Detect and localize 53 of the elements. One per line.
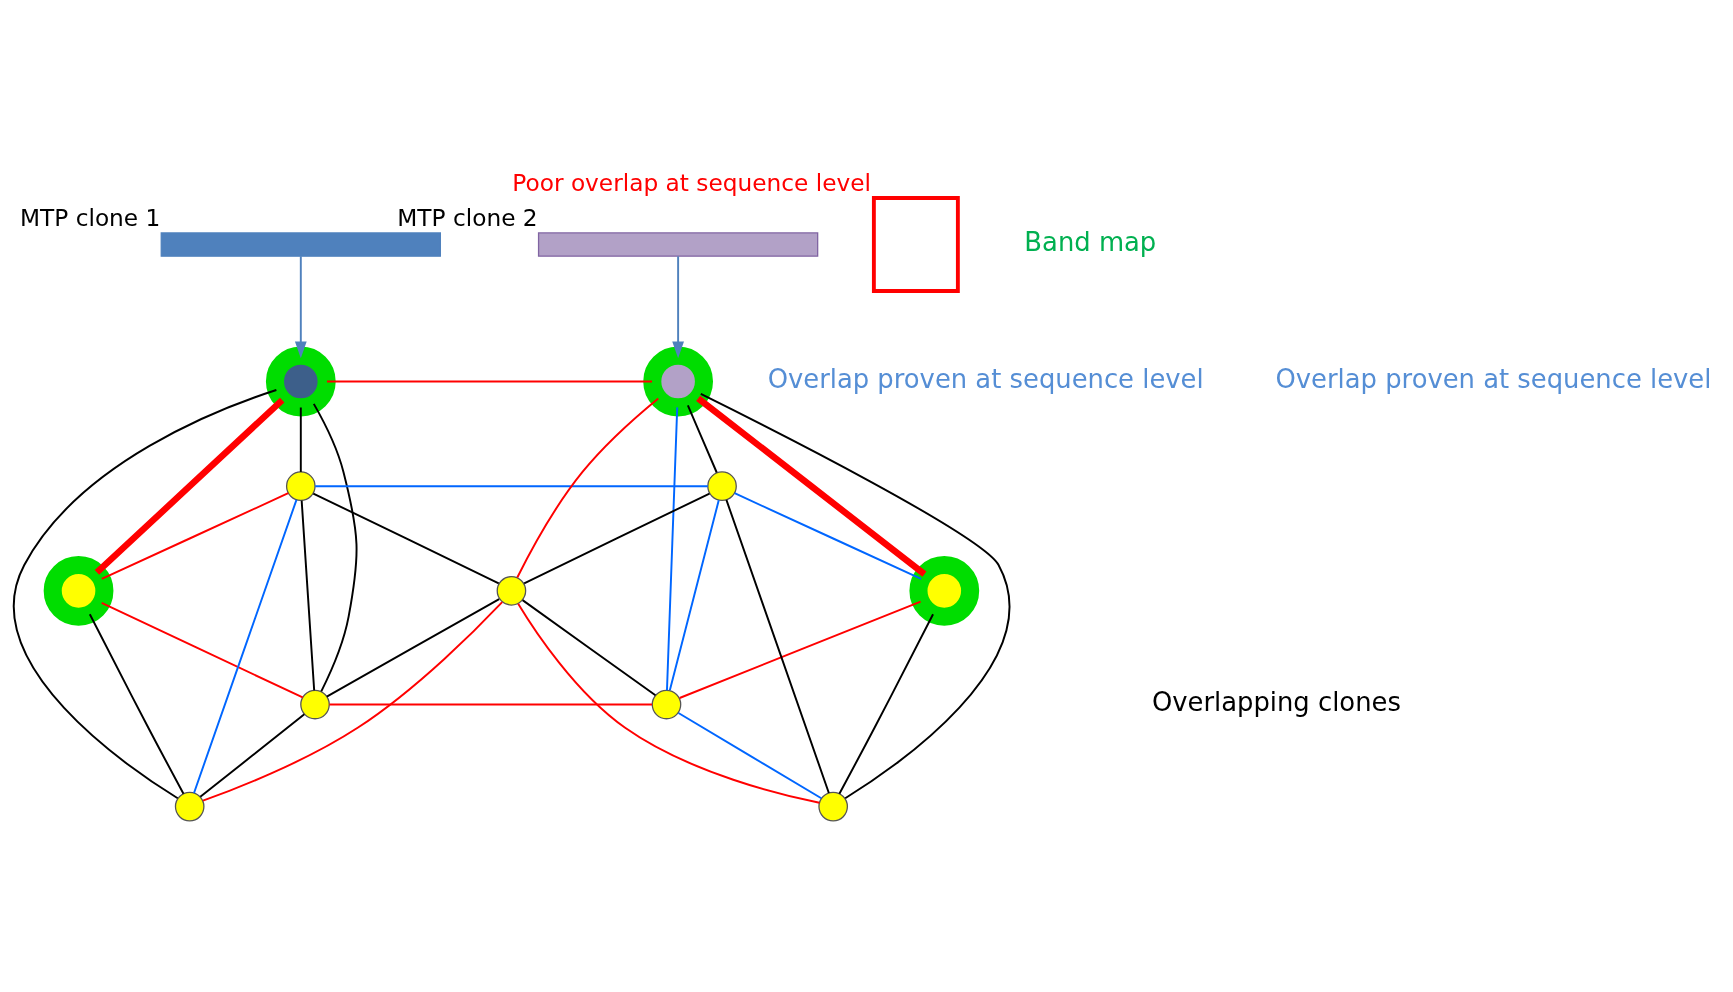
node-circle bbox=[651, 689, 682, 719]
label: Overlap proven at sequence level bbox=[1275, 363, 1712, 394]
label: Band map bbox=[1024, 226, 1157, 257]
connector bbox=[202, 600, 504, 802]
label: Overlap proven at sequence level bbox=[767, 363, 1204, 394]
connector bbox=[199, 712, 306, 798]
connector bbox=[678, 600, 922, 699]
connector bbox=[699, 392, 1010, 799]
connector bbox=[94, 397, 285, 575]
node-circle bbox=[285, 470, 316, 501]
connector bbox=[517, 602, 821, 804]
node-circle bbox=[496, 575, 527, 606]
node-box bbox=[871, 195, 960, 293]
node-circle bbox=[818, 791, 849, 821]
label: Overlapping clones bbox=[1151, 686, 1401, 717]
connector bbox=[696, 395, 927, 577]
connector bbox=[88, 612, 185, 795]
connector bbox=[100, 601, 304, 698]
connector bbox=[312, 492, 500, 584]
connector bbox=[13, 388, 278, 799]
connector bbox=[666, 405, 679, 691]
node-label: Poor overlap at sequence level bbox=[512, 168, 872, 196]
connector bbox=[312, 402, 358, 692]
connector bbox=[299, 406, 302, 473]
connector bbox=[193, 498, 298, 794]
connector bbox=[516, 397, 660, 578]
connector bbox=[521, 598, 657, 696]
node-label: MTP clone 1 bbox=[20, 203, 161, 231]
node-circle bbox=[265, 346, 336, 416]
connector bbox=[328, 703, 653, 705]
connector bbox=[677, 711, 823, 799]
connector bbox=[523, 492, 711, 584]
node-circle bbox=[300, 689, 330, 719]
connector bbox=[325, 597, 501, 698]
node-circle bbox=[909, 555, 980, 626]
connector bbox=[733, 491, 923, 580]
arrow bbox=[294, 254, 307, 358]
node-circle bbox=[43, 555, 114, 626]
connector bbox=[300, 499, 316, 691]
node-bar bbox=[160, 231, 441, 257]
connector bbox=[326, 380, 653, 382]
connector bbox=[725, 498, 830, 794]
connector bbox=[686, 403, 718, 473]
connector bbox=[100, 491, 290, 580]
connector bbox=[668, 498, 720, 691]
node-circle bbox=[174, 791, 205, 821]
node-bar bbox=[537, 231, 819, 257]
node-label: MTP clone 2 bbox=[397, 203, 538, 231]
arrow bbox=[672, 254, 684, 358]
connector bbox=[838, 612, 934, 795]
connector bbox=[314, 484, 709, 487]
node-circle bbox=[643, 346, 713, 416]
node-circle bbox=[707, 470, 737, 501]
